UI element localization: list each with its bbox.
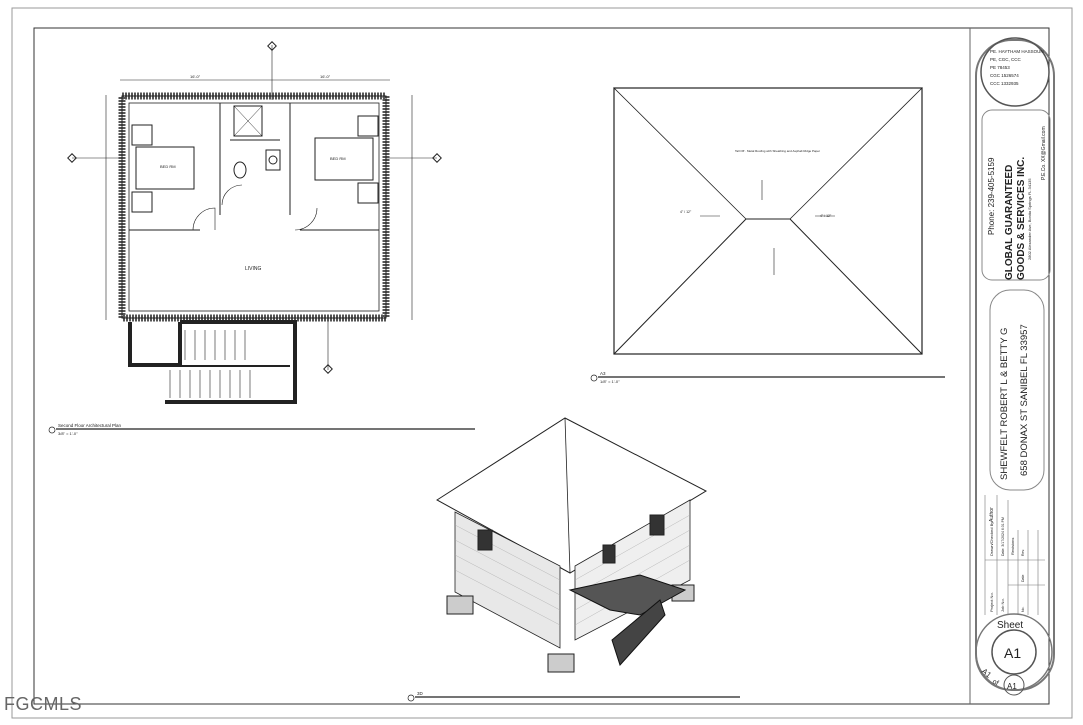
project-no-label: Project No. (989, 592, 994, 612)
title-block: PE. HAYTHAM HASSOUN PE, CGC, CCC PE 7845… (969, 28, 1055, 704)
company-address: 2802 Alexander Ave, Bonita Springs FL 34… (1027, 178, 1032, 260)
total-sheets: A1 (1007, 682, 1017, 691)
drawn-by-label: Drawn/Checked By (989, 522, 994, 556)
isometric-view: 3D (407, 417, 740, 702)
stamp-line: PE. HAYTHAM HASSOUN (990, 49, 1044, 54)
stamp-line: CCC 1332935 (990, 81, 1019, 86)
room-label: BED RM (160, 164, 176, 169)
owner-name: SHEWFELT ROBERT L & BETTY G (999, 328, 1010, 480)
author-value: Author (989, 507, 995, 522)
floor-plan: 16'-0" 16'-0" BED RM BED RM LIVING (48, 41, 475, 436)
grid-marker (267, 41, 277, 51)
sheet-label: Sheet (997, 620, 1023, 631)
view-scale: 1/8" = 1'-0" (600, 379, 620, 384)
site-address: 658 DONAX ST SANIBEL FL 33957 (1019, 324, 1030, 476)
outer-border (11, 7, 1073, 719)
date-value: Date: 3/17/2024 6:31 PM (1001, 517, 1005, 556)
inner-border (33, 27, 1050, 705)
revisions-label: Revisions (1010, 538, 1015, 555)
view-scale: 3/8" = 1'-0" (58, 431, 78, 436)
stairs (611, 599, 666, 666)
sheet-number-small: A1 (980, 667, 994, 681)
toilet (233, 161, 247, 179)
rev-col: Date (1021, 575, 1025, 582)
rev-col: Rev. (1021, 549, 1025, 556)
sheet-circle (991, 629, 1037, 675)
job-no-label: Job No. (1000, 598, 1005, 612)
rev-col: No. (1021, 607, 1025, 612)
company-email: P.E.Co. XX@Gmail.com (1041, 126, 1047, 180)
slope-label: 4" / 12" (680, 210, 692, 214)
view-title: A3 (600, 371, 606, 376)
view-title: 3D (417, 691, 424, 696)
phone-number: Phone: 239-405-5159 (987, 157, 996, 235)
engineer-stamp (980, 37, 1050, 107)
company-name: GOODS & SERVICES INC. (1016, 157, 1027, 280)
watermark: FGCMLS (4, 694, 83, 714)
sheet-number: A1 (1004, 645, 1021, 661)
roof-plan: Tall Off · Metal Roofing with Sheathing … (590, 87, 945, 384)
of-label: of (991, 678, 999, 687)
stamp-line: PE 78453 (990, 65, 1010, 70)
view-title: Second Floor Architectural Plan (58, 423, 122, 428)
bed-right (314, 137, 374, 181)
stamp-line: CGC 1526574 (990, 73, 1019, 78)
bed-left (135, 146, 195, 190)
dimension-label: 16'-0" (190, 74, 201, 79)
roof-note: Tall Off · Metal Roofing with Sheathing … (735, 149, 820, 153)
room-label: LIVING (245, 266, 262, 272)
dimension-label: 16'-0" (320, 74, 331, 79)
stamp-line: PE, CGC, CCC (990, 57, 1022, 62)
company-name: GLOBAL GUARANTEED (1004, 165, 1015, 280)
room-label: BED RM (330, 156, 346, 161)
